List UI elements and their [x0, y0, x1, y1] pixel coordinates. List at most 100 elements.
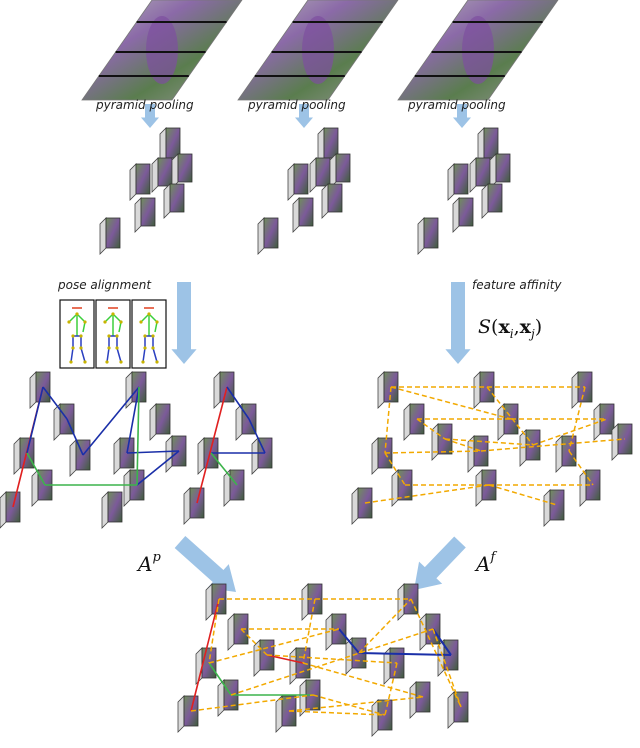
feature-block-51 — [572, 372, 592, 408]
block-front — [141, 198, 155, 226]
block-side — [448, 692, 454, 728]
block-side — [453, 198, 459, 232]
block-side — [410, 682, 416, 718]
block-front — [424, 218, 438, 248]
feature-block-6 — [135, 198, 155, 232]
block-front — [496, 154, 510, 182]
graph-edge-32 — [365, 485, 489, 503]
person-silhouette-2 — [302, 16, 334, 84]
pose-joint-5 — [71, 346, 74, 349]
feature-block-45 — [392, 470, 412, 506]
feature-affinity-label: feature affinity — [472, 278, 562, 292]
block-side — [184, 488, 190, 524]
feature-block-66 — [290, 648, 310, 684]
block-front — [328, 184, 342, 212]
pose-joint-6 — [79, 346, 82, 349]
pyramid-pooling-label-3: pyramid pooling — [408, 98, 506, 112]
feature-block-73 — [372, 700, 392, 736]
block-side — [114, 438, 120, 474]
pose-joint-8 — [119, 360, 122, 363]
block-front — [324, 128, 338, 158]
block-front — [476, 158, 490, 186]
block-front — [156, 404, 170, 434]
feature-block-16 — [448, 164, 468, 200]
block-side — [166, 436, 172, 472]
affinity-formula: S(xi,xj) — [478, 316, 542, 341]
block-front — [178, 154, 192, 182]
feature-block-35 — [236, 404, 256, 440]
feature-block-25 — [70, 440, 90, 476]
feature-block-74 — [410, 682, 430, 718]
block-side — [372, 700, 378, 736]
feature-block-64 — [302, 584, 322, 620]
pose-joint-3 — [143, 334, 146, 337]
block-side — [102, 492, 108, 528]
feature-block-33 — [124, 470, 144, 506]
feature-block-24 — [14, 438, 34, 474]
block-side — [70, 440, 76, 476]
block-side — [150, 404, 156, 440]
block-side — [352, 488, 358, 524]
feature-block-19 — [418, 218, 438, 254]
pose-joint-1 — [139, 320, 142, 323]
pose-panel-1 — [60, 300, 94, 368]
pose-joint-2 — [155, 320, 158, 323]
block-front — [454, 164, 468, 194]
pose-joint-1 — [67, 320, 70, 323]
arrow-feature-affinity — [445, 282, 470, 364]
feature-block-27 — [32, 470, 52, 506]
feature-block-42 — [372, 438, 392, 474]
block-side — [130, 164, 136, 200]
block-front — [108, 492, 122, 522]
feature-block-61 — [178, 696, 198, 732]
feature-block-13 — [293, 198, 313, 232]
block-front — [264, 218, 278, 248]
pose-joint-7 — [141, 360, 144, 363]
block-side — [124, 470, 130, 506]
feature-block-26 — [0, 492, 20, 528]
feature-block-4 — [172, 154, 192, 188]
feature-block-31 — [114, 438, 134, 474]
block-side — [172, 154, 178, 188]
block-side — [152, 158, 158, 192]
pose-joint-3 — [107, 334, 110, 337]
feature-adjacency-label: Af — [476, 552, 495, 576]
pose-joint-5 — [143, 346, 146, 349]
block-side — [404, 404, 410, 440]
feature-block-68 — [300, 680, 320, 716]
block-side — [100, 218, 106, 254]
block-side — [474, 372, 480, 408]
block-front — [484, 128, 498, 158]
pyramid-pooling-label-2: pyramid pooling — [248, 98, 346, 112]
feature-block-38 — [184, 488, 204, 524]
pose-joint-0 — [75, 312, 78, 315]
block-front — [106, 218, 120, 248]
block-side — [254, 640, 260, 676]
block-front — [459, 198, 473, 226]
feature-block-23 — [54, 404, 74, 440]
block-side — [178, 696, 184, 732]
pose-joint-4 — [115, 334, 118, 337]
pose-joint-5 — [107, 346, 110, 349]
block-side — [612, 424, 618, 460]
block-side — [228, 614, 234, 650]
feature-blocks — [0, 128, 632, 736]
feature-block-40 — [378, 372, 398, 408]
person-silhouette-1 — [146, 16, 178, 84]
pose-panel-3 — [132, 300, 166, 368]
feature-block-50 — [476, 470, 496, 506]
pose-skeleton-panels — [60, 300, 166, 368]
feature-block-12 — [258, 218, 278, 254]
block-side — [322, 184, 328, 218]
pose-joint-0 — [147, 312, 150, 315]
block-front — [158, 158, 172, 186]
feature-block-18 — [490, 154, 510, 188]
block-side — [310, 158, 316, 192]
feature-block-37 — [252, 438, 272, 474]
block-front — [166, 128, 180, 158]
block-front — [336, 154, 350, 182]
block-front — [299, 198, 313, 226]
block-side — [14, 438, 20, 474]
block-side — [372, 438, 378, 474]
pose-joint-2 — [119, 320, 122, 323]
